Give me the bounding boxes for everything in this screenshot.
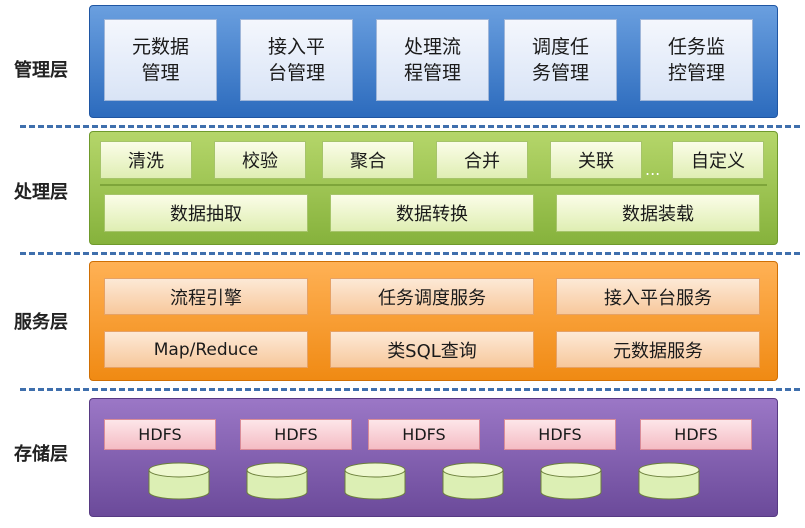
service-panel: 流程引擎 任务调度服务 接入平台服务 Map/Reduce 类SQL查询 元数据…: [89, 261, 778, 381]
task-monitoring-management-box: 任务监控管理: [640, 19, 753, 101]
aggregation-box: 聚合: [322, 141, 414, 179]
storage-panel: HDFS HDFS HDFS HDFS HDFS: [89, 398, 778, 517]
hdfs-box: HDFS: [368, 419, 480, 450]
hdfs-box: HDFS: [240, 419, 352, 450]
access-platform-management-box: 接入平台管理: [240, 19, 353, 101]
hdfs-box: HDFS: [104, 419, 216, 450]
database-cylinder-icon: [638, 462, 700, 500]
box-text-line2: 控管理: [667, 62, 725, 84]
box-text-line1: 接入平: [267, 36, 325, 58]
layer-divider: [20, 388, 800, 391]
database-cylinder-icon: [148, 462, 210, 500]
hdfs-box: HDFS: [640, 419, 752, 450]
process-engine-box: 流程引擎: [104, 278, 308, 315]
task-scheduling-service-box: 任务调度服务: [330, 278, 534, 315]
layer-divider: [20, 125, 800, 128]
data-extraction-box: 数据抽取: [104, 194, 308, 232]
box-text-line2: 台管理: [267, 62, 325, 84]
database-cylinder-icon: [540, 462, 602, 500]
management-panel: 元数据管理 接入平台管理 处理流程管理 调度任务管理 任务监控管理: [89, 5, 778, 118]
access-platform-service-box: 接入平台服务: [556, 278, 760, 315]
processing-divider: [100, 184, 767, 186]
database-cylinder-icon: [246, 462, 308, 500]
database-cylinder-icon: [344, 462, 406, 500]
box-text-line1: 处理流: [403, 36, 461, 58]
metadata-management-box: 元数据管理: [104, 19, 217, 101]
cleaning-box: 清洗: [100, 141, 192, 179]
merge-box: 合并: [436, 141, 528, 179]
box-text-line1: 调度任: [531, 36, 589, 58]
process-flow-management-box: 处理流程管理: [376, 19, 489, 101]
data-transformation-box: 数据转换: [330, 194, 534, 232]
database-cylinder-icon: [442, 462, 504, 500]
custom-box: 自定义: [672, 141, 764, 179]
box-text-line2: 管理: [141, 62, 180, 84]
box-text-line1: 元数据: [131, 36, 189, 58]
data-loading-box: 数据装载: [556, 194, 760, 232]
processing-panel: 清洗 校验 聚合 合并 关联 ... 自定义 数据抽取 数据转换 数据装载: [89, 131, 778, 245]
layer-label-processing: 处理层: [14, 182, 68, 203]
mapreduce-box: Map/Reduce: [104, 331, 308, 368]
validation-box: 校验: [214, 141, 306, 179]
association-box: 关联: [550, 141, 642, 179]
layer-divider: [20, 252, 800, 255]
layer-label-service: 服务层: [14, 312, 68, 333]
box-text-line1: 任务监: [667, 36, 725, 58]
layer-label-management: 管理层: [14, 60, 68, 81]
metadata-service-box: 元数据服务: [556, 331, 760, 368]
box-text-line2: 程管理: [403, 62, 461, 84]
ellipsis: ...: [645, 160, 661, 179]
hdfs-box: HDFS: [504, 419, 616, 450]
sql-like-query-box: 类SQL查询: [330, 331, 534, 368]
task-scheduling-management-box: 调度任务管理: [504, 19, 617, 101]
layer-label-storage: 存储层: [14, 444, 68, 465]
box-text-line2: 务管理: [531, 62, 589, 84]
